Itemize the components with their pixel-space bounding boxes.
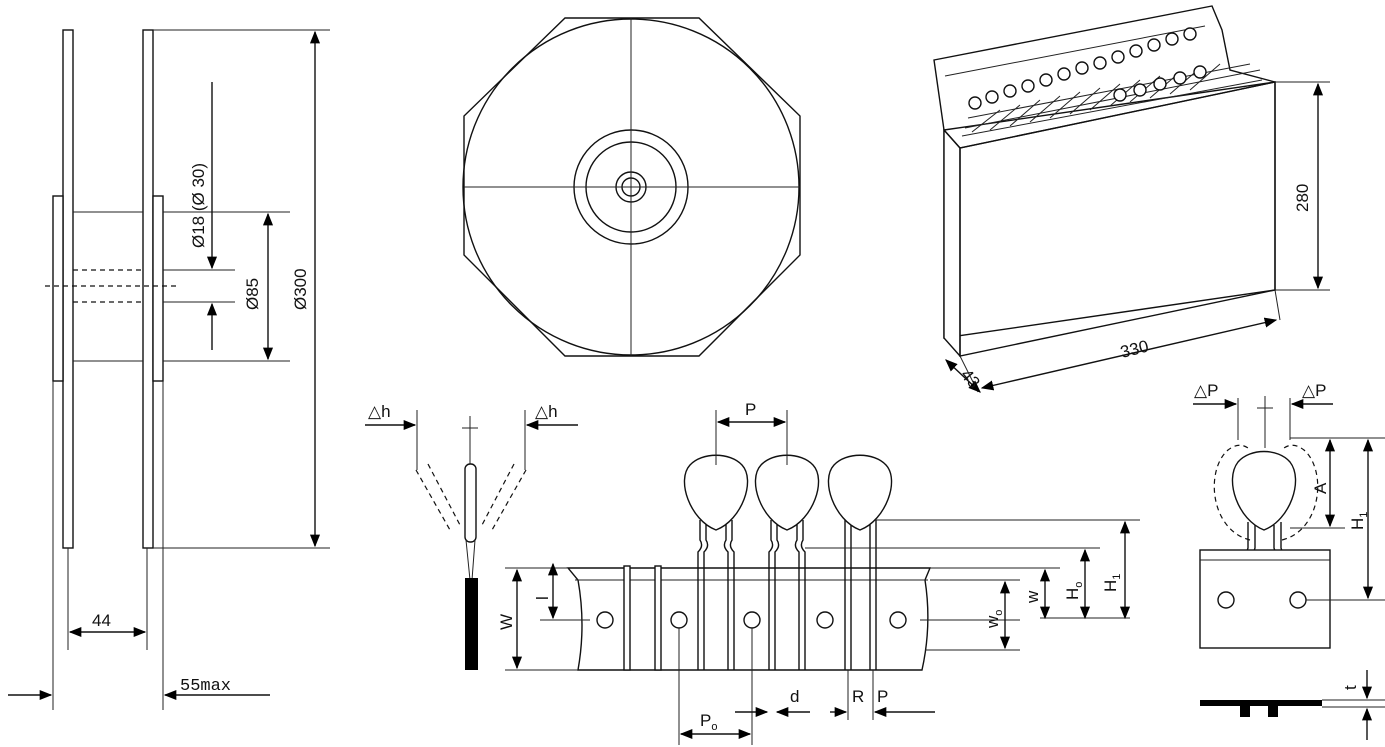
reel-bore-dimension: Ø18 (Ø 30) — [189, 163, 208, 248]
pitch-label: P — [745, 400, 756, 419]
reel-front-view — [462, 17, 801, 357]
tape-side-view — [1193, 396, 1385, 740]
box-depth-dimension: 43 — [957, 365, 984, 392]
lead-dia-label: d — [790, 687, 799, 706]
reel-max-dimension: 55max — [180, 677, 231, 696]
reel-width-dimension: 44 — [92, 611, 111, 630]
hole-pitch-label: Po — [700, 711, 717, 733]
box-components — [961, 27, 1263, 137]
offset-p-label: P — [877, 687, 888, 706]
tape-w-label: W — [497, 614, 516, 630]
tape-small-w-label: w — [1023, 590, 1042, 604]
delta-p-right-label: △P — [1302, 381, 1326, 400]
offset-r-label: R — [852, 687, 864, 706]
dim-h1-label: H1 — [1348, 512, 1370, 530]
h1-label: H1 — [1101, 574, 1123, 592]
dim-a-label: A — [1311, 482, 1330, 494]
delta-h-right-label: △h — [535, 402, 558, 421]
box-height-dimension: 280 — [1293, 184, 1312, 212]
ho-label: Ho — [1063, 582, 1085, 600]
tape-tilt-view — [365, 410, 578, 670]
delta-p-left-label: △P — [1194, 381, 1218, 400]
box-length-dimension: 330 — [1118, 337, 1150, 362]
packing-box — [933, 5, 1330, 393]
reel-hub-dimension: Ø85 — [243, 278, 262, 310]
hole-wo-label: wo — [983, 610, 1005, 629]
left-l-label: l — [533, 596, 552, 600]
tape-front-view — [505, 410, 1140, 745]
reel-side-view — [8, 29, 330, 710]
reel-diameter-dimension: Ø300 — [291, 268, 310, 310]
dim-t-label: t — [1341, 685, 1360, 690]
tape-leads — [623, 520, 877, 671]
delta-h-left-label: △h — [368, 402, 391, 421]
